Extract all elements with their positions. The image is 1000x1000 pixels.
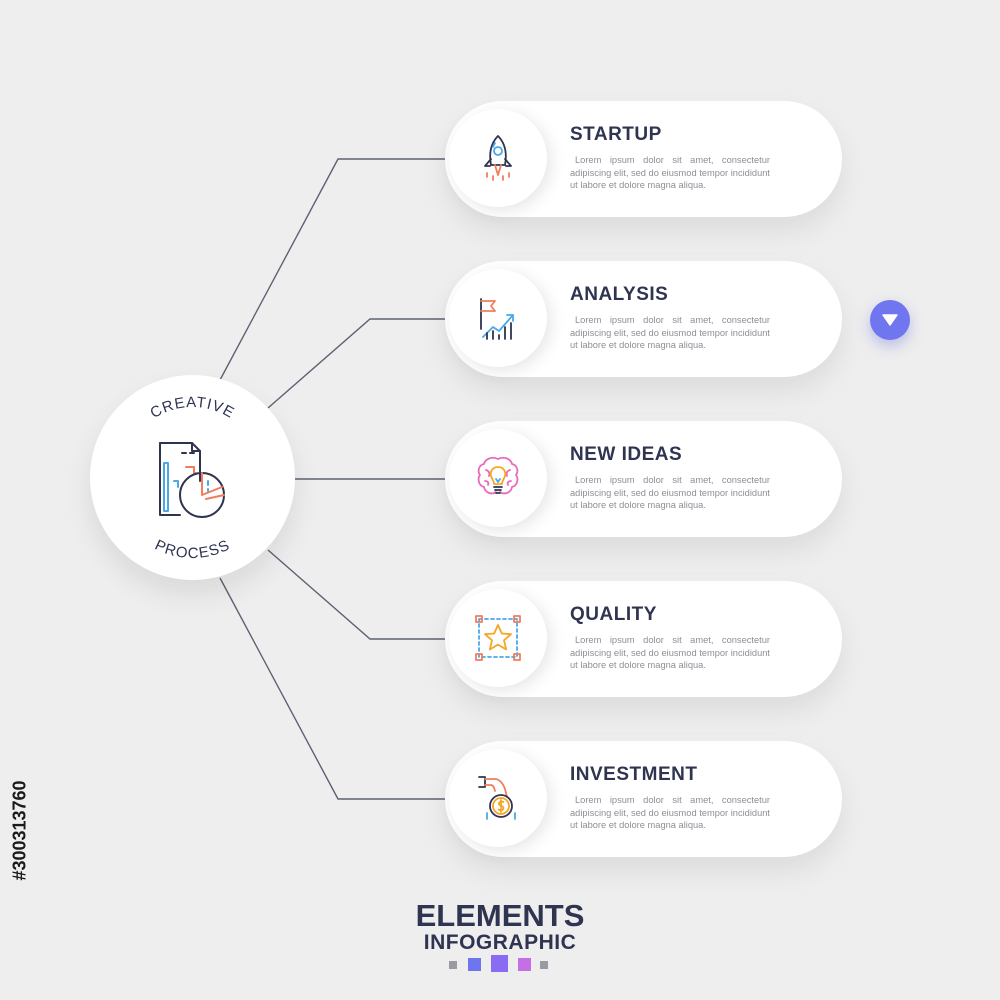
- hand-coin-icon: [478, 776, 516, 820]
- hub-ring-text: CREATIVE PROCESS: [147, 394, 237, 563]
- step-description: Lorem ipsum dolor sit amet, consectetur …: [570, 795, 770, 830]
- step-icon-disc: [449, 749, 547, 847]
- step-icon-disc: [449, 429, 547, 527]
- dropdown-button[interactable]: [870, 300, 910, 340]
- step-description: Lorem ipsum dolor sit amet, consectetur …: [570, 315, 770, 350]
- svg-text:CREATIVE: CREATIVE: [147, 394, 237, 422]
- hub-top-label: CREATIVE: [147, 394, 236, 422]
- step-description: Lorem ipsum dolor sit amet, consectetur …: [570, 475, 770, 510]
- step-description: Lorem ipsum dolor sit amet, consectetur …: [570, 155, 770, 190]
- step-icon-disc: [449, 589, 547, 687]
- stock-image-id: #300313760: [2, 760, 38, 900]
- footer-square-5: [540, 961, 548, 969]
- triangle-down-icon: [882, 314, 898, 326]
- svg-text:PROCESS: PROCESS: [152, 537, 233, 563]
- step-title: QUALITY: [570, 604, 657, 625]
- rocket-icon: [484, 135, 512, 181]
- step-card-startup: STARTUP Lorem ipsum dolor sit amet, cons…: [445, 101, 842, 217]
- step-title: ANALYSIS: [570, 284, 669, 305]
- connector-startup: [219, 158, 445, 381]
- step-icon-disc: [449, 109, 547, 207]
- stock-image-id-text: #300313760: [9, 779, 30, 881]
- step-card-investment: INVESTMENT Lorem ipsum dolor sit amet, c…: [445, 741, 842, 857]
- footer-square-4: [518, 958, 531, 971]
- footer-title: ELEMENTS: [415, 898, 585, 933]
- document-pie-chart-icon: [159, 442, 225, 518]
- star-in-frame-icon: [475, 615, 521, 661]
- hub-circle: CREATIVE PROCESS: [90, 375, 295, 580]
- footer-square-2: [468, 958, 481, 971]
- footer-square-3: [491, 955, 508, 972]
- flag-growth-chart-icon: [480, 298, 514, 340]
- step-description: Lorem ipsum dolor sit amet, consectetur …: [570, 635, 770, 670]
- step-card-new-ideas: NEW IDEAS Lorem ipsum dolor sit amet, co…: [445, 421, 842, 537]
- step-title: NEW IDEAS: [570, 444, 683, 465]
- hub-bottom-label: PROCESS: [152, 537, 232, 563]
- step-title: INVESTMENT: [570, 764, 698, 785]
- step-card-quality: QUALITY Lorem ipsum dolor sit amet, cons…: [445, 581, 842, 697]
- step-card-analysis: ANALYSIS Lorem ipsum dolor sit amet, con…: [445, 261, 842, 377]
- step-icon-disc: [449, 269, 547, 367]
- connector-investment: [219, 577, 445, 800]
- footer-subtitle: INFOGRAPHIC: [423, 931, 577, 954]
- step-title: STARTUP: [570, 124, 662, 145]
- brain-lightbulb-icon: [477, 456, 519, 495]
- footer-square-1: [449, 961, 457, 969]
